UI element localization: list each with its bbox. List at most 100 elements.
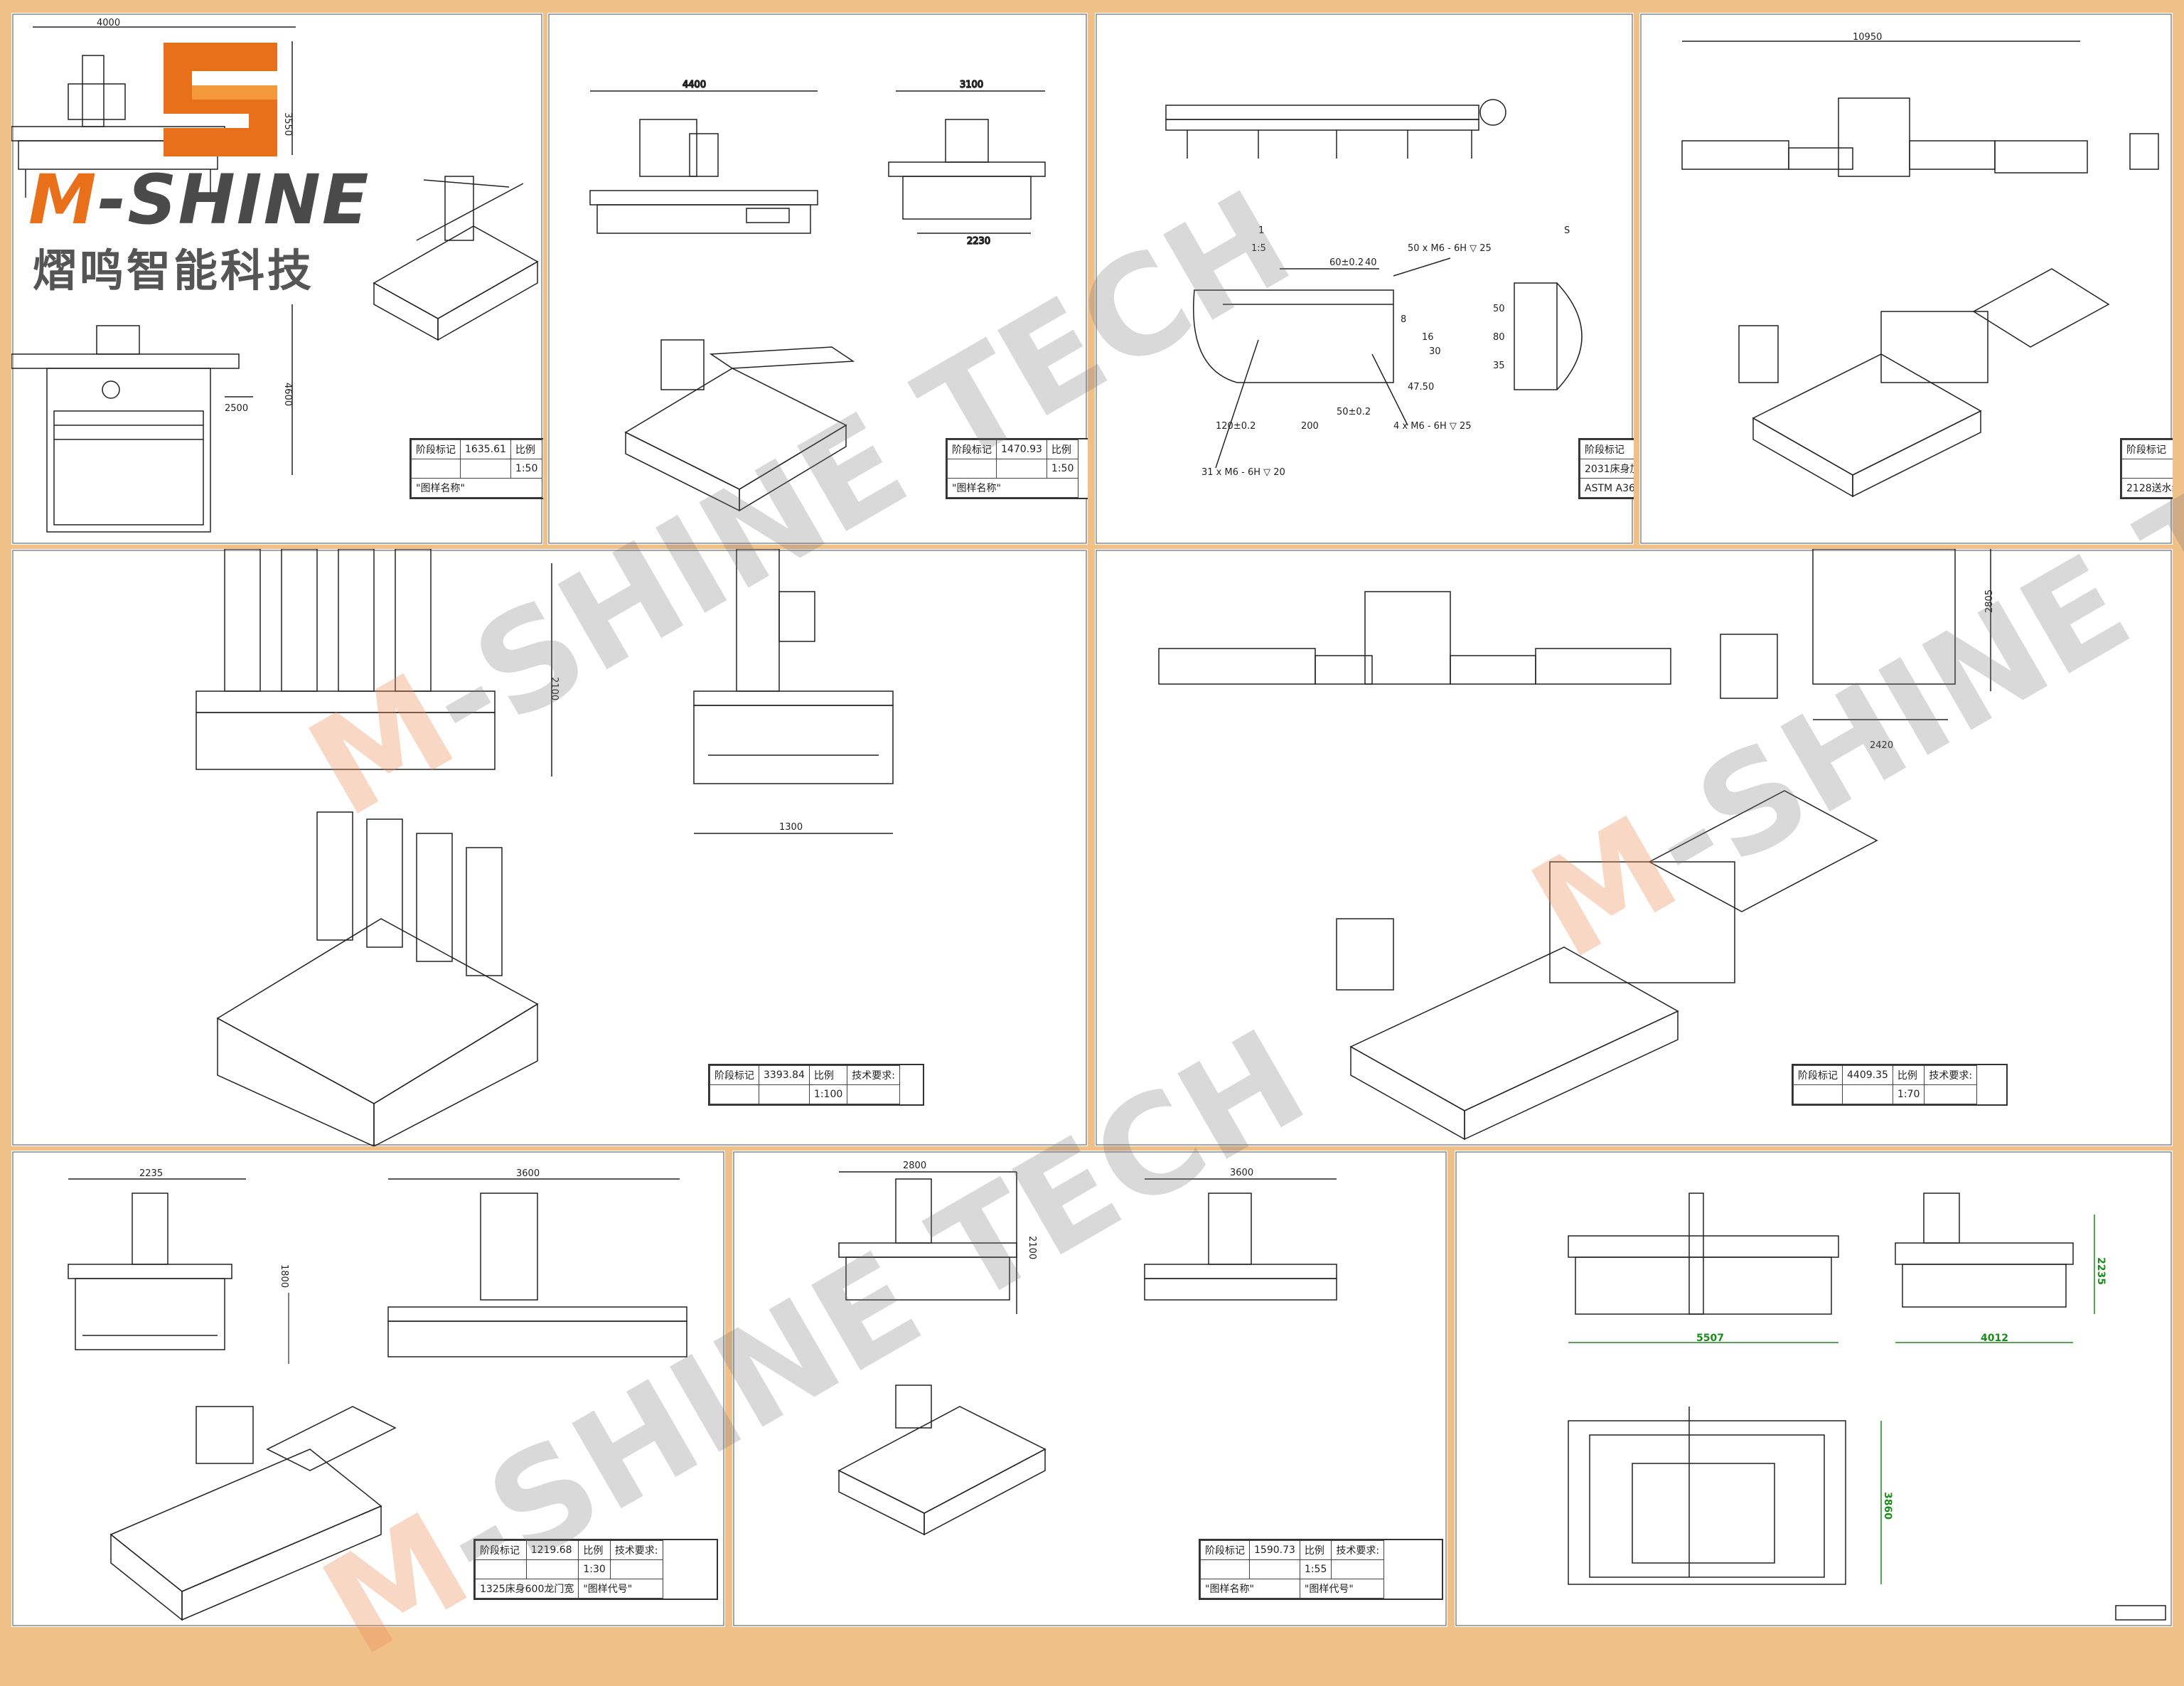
- p3-dim-8: 120±0.2: [1216, 421, 1256, 432]
- tb-cell: 技术要求:: [609, 1540, 663, 1560]
- p8-dim-1: 3600: [1230, 1168, 1253, 1178]
- cad-drawing-1: 4000 3550 4600 2500: [11, 14, 542, 544]
- tb-cell: 技术要求:: [1331, 1540, 1385, 1560]
- cad-drawing-4: 10950: [1640, 14, 2172, 544]
- cad-drawing-8: 2800 3600 2100: [733, 1151, 1447, 1626]
- tb-cell: 2128送水线: [2121, 478, 2173, 498]
- tb-cell: 阶段标记: [1580, 439, 1634, 459]
- brand-logo: M-SHINE 熠鸣智能科技: [28, 21, 398, 297]
- tb-cell: 技术要求:: [1924, 1065, 1978, 1085]
- p1-dim-1: 3550: [282, 112, 293, 136]
- p3-dim-9: 200: [1301, 421, 1319, 432]
- cad-drawing-6: 2805 2420: [1096, 549, 2172, 1146]
- p3-dim-0: 1: [1258, 225, 1264, 236]
- tb-cell: [947, 459, 997, 479]
- logo-rest: -SHINE: [97, 160, 370, 240]
- tb-cell: 1:70: [1892, 1084, 1925, 1104]
- p3-dim-4: 8: [1401, 314, 1406, 325]
- tb-cell: 1635.61: [460, 439, 511, 459]
- tb-cell: 阶段标记: [2121, 439, 2173, 459]
- tb-cell: "图样名称": [946, 478, 1079, 498]
- p5-dim-0: 2100: [549, 677, 560, 700]
- title-block-3: 阶段标记 2031床身加工 ASTM A36 钢: [1578, 438, 1634, 499]
- p1-dim-2: 4600: [282, 383, 293, 406]
- p3-dim-5: 16: [1422, 332, 1434, 343]
- p3-dim-6: 30: [1429, 346, 1441, 357]
- p7-dim-0: 2235: [139, 1168, 163, 1179]
- tb-cell: 比例: [808, 1065, 848, 1085]
- tb-cell: 阶段标记: [1793, 1065, 1843, 1085]
- p2-dim-1: 3100: [960, 80, 983, 90]
- tb-cell: "图样代号": [1299, 1579, 1385, 1599]
- logo-chinese: 熠鸣智能科技: [33, 245, 315, 297]
- tb-cell: "图样名称": [1200, 1579, 1300, 1599]
- logo-wordmark: M-SHINE: [28, 160, 370, 240]
- drawing-panel-3: 1 1:5 60±0.2 40 8 16 30 47.50 120±0.2 20…: [1095, 13, 1634, 545]
- tb-cell: 比例: [1299, 1540, 1332, 1560]
- p2-dim-0: 4400: [682, 80, 706, 90]
- p3-dim-3: 40: [1365, 257, 1377, 268]
- tb-cell: 阶段标记: [411, 439, 461, 459]
- tb-cell: 阶段标记: [475, 1540, 527, 1560]
- tb-cell: 4409.35: [1842, 1065, 1893, 1085]
- p3-dim-1: 1:5: [1251, 243, 1266, 254]
- cad-drawing-5: 2100 1300: [12, 549, 1087, 1146]
- p8-dim-2: 2100: [1027, 1236, 1037, 1259]
- tb-cell: 3393.84: [759, 1065, 810, 1085]
- tb-cell: 1325床身600龙门宽: [474, 1579, 579, 1599]
- p3-dim-7: 47.50: [1408, 382, 1434, 393]
- tb-cell: 比例: [1892, 1065, 1925, 1085]
- tb-cell: 比例: [510, 439, 543, 459]
- p3-dim-2: 60±0.2: [1329, 257, 1364, 268]
- tb-cell: 1219.68: [525, 1540, 579, 1560]
- cad-drawing-9: 5507 4012 2235 3860: [1455, 1151, 2172, 1626]
- logo-m: M: [28, 160, 98, 240]
- tb-cell: "图样代号": [578, 1579, 663, 1599]
- p7-dim-2: 1800: [279, 1264, 289, 1288]
- p3-callout-2: 31 x M6 - 6H ▽ 20: [1201, 467, 1285, 478]
- tb-cell: 比例: [578, 1540, 611, 1560]
- p3-dim-14: S: [1564, 225, 1570, 236]
- tb-cell: 2031床身加工: [1580, 459, 1634, 479]
- tb-cell: 1:55: [1299, 1559, 1332, 1579]
- tb-cell: 阶段标记: [947, 439, 997, 459]
- p3-dim-10: 50±0.2: [1337, 407, 1371, 417]
- p6-dim-1: 2420: [1870, 740, 1893, 751]
- p2-dim-2: 2230: [967, 236, 990, 247]
- tb-cell: 1470.93: [996, 439, 1047, 459]
- tb-cell: ASTM A36 钢: [1580, 478, 1634, 498]
- p3-callout-0: 50 x M6 - 6H ▽ 25: [1408, 243, 1492, 254]
- p3-callout-1: 4 x M6 - 6H ▽ 25: [1393, 421, 1472, 432]
- p7-dim-1: 3600: [516, 1168, 540, 1179]
- tb-cell: "图样名称": [410, 478, 543, 498]
- tb-cell: [460, 459, 511, 479]
- p4-dim-0: 10950: [1853, 32, 1882, 43]
- drawing-panel-9: 5507 4012 2235 3860: [1455, 1151, 2173, 1627]
- p5-dim-1: 1300: [779, 822, 803, 833]
- tb-cell: 比例: [1046, 439, 1079, 459]
- p8-dim-0: 2800: [903, 1161, 926, 1171]
- drawing-panel-4: 10950 阶段标记 2128送水线: [1639, 13, 2173, 545]
- tb-cell: 1:50: [510, 459, 543, 479]
- tb-cell: [411, 459, 461, 479]
- logo-s-mark-icon: [164, 43, 277, 156]
- tb-cell: 技术要求:: [847, 1065, 900, 1085]
- tb-cell: 1:50: [1046, 459, 1079, 479]
- p3-dim-11: 50: [1493, 304, 1505, 314]
- p3-dim-13: 35: [1493, 361, 1505, 371]
- p1-dim-0: 4000: [97, 18, 120, 28]
- cad-drawing-7: 2235 3600 1800: [12, 1151, 724, 1626]
- tb-cell: 1590.73: [1249, 1540, 1300, 1560]
- title-block-4: 阶段标记 2128送水线: [2120, 438, 2173, 499]
- p9-dim-3: 3860: [1882, 1492, 1893, 1520]
